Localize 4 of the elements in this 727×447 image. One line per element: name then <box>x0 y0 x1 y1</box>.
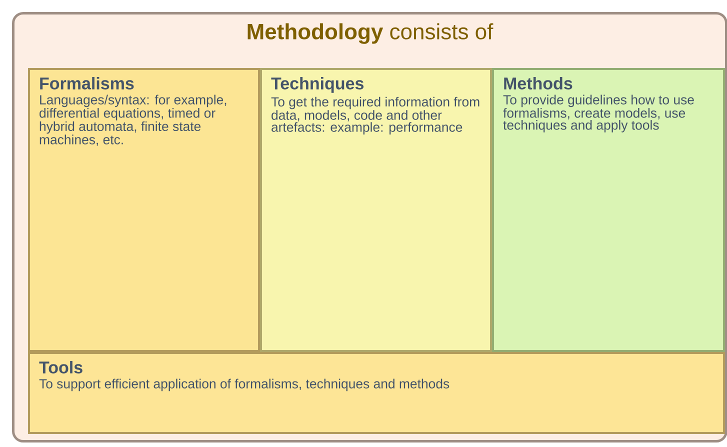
category-box: Methods To provide guidelines how to use formalisms, create models, use techniques and apply tools <box>492 68 725 352</box>
category-box: Formalisms Languages/syntax: for example, differential equations, timed or hybrid automata, finite state machines, etc. <box>28 68 260 352</box>
category-box: Techniques To get the required information from data, models, code and other artefacts: example: performance <box>260 68 492 352</box>
category-box: Tools To support efficient application of formalisms, techniques and methods <box>28 352 725 434</box>
